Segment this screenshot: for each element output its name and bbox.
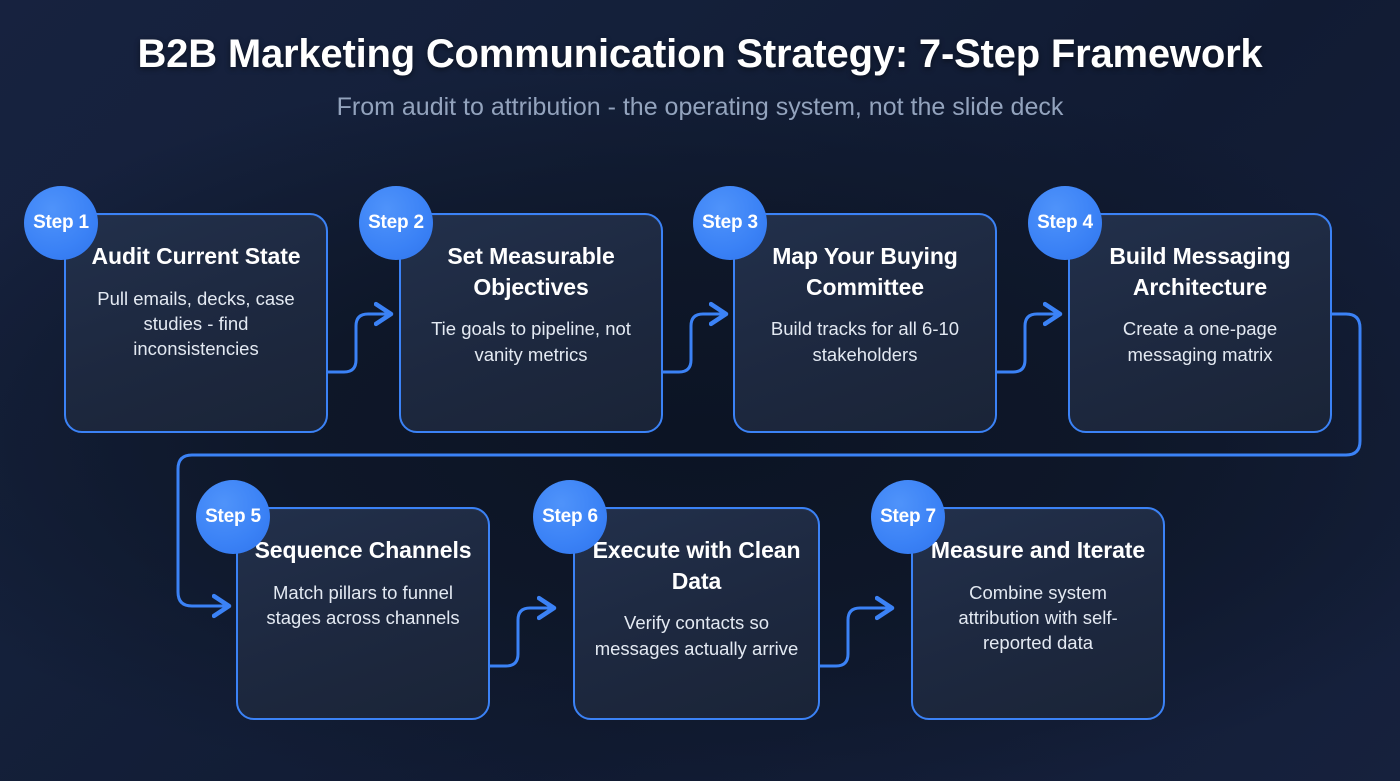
step-card-3-description: Build tracks for all 6-10 stakeholders [770,318,960,365]
step-card-4-body[interactable]: Build Messaging Architecture Create a on… [1068,213,1332,433]
connector-step2-step3 [661,314,723,374]
step-card-1-body[interactable]: Audit Current State Pull emails, decks, … [64,213,328,433]
step-card-6-body[interactable]: Execute with Clean Data Verify contacts … [573,507,820,720]
step-badge-3: Step 3 [693,186,767,260]
page-title: B2B Marketing Communication Strategy: 7-… [137,32,1263,76]
step-card-2-description: Tie goals to pipeline, not vanity metric… [431,318,631,365]
step-badge-6: Step 6 [533,480,607,554]
step-card-7-description: Combine system attribution with self-rep… [958,581,1118,654]
step-badge-2: Step 2 [359,186,433,260]
step-card-4-description: Create a one-page messaging matrix [1122,318,1278,365]
header: B2B Marketing Communication Strategy: 7-… [0,30,1400,122]
step-badge-5: Step 5 [196,480,270,554]
step-card-1-description: Pull emails, decks, case studies - find … [97,287,295,360]
step-card-1-title: Audit Current State [91,243,301,269]
step-card-4-title: Build Messaging Architecture [1109,243,1291,300]
connector-step6-step7 [818,608,889,668]
page-subtitle: From audit to attribution - the operatin… [336,93,1064,121]
step-card-6-description: Verify contacts so messages actually arr… [594,612,799,659]
step-card-3-body[interactable]: Map Your Buying Committee Build tracks f… [733,213,997,433]
step-badge-1: Step 1 [24,186,98,260]
connector-step5-step6 [488,608,551,668]
step-card-7-body[interactable]: Measure and Iterate Combine system attri… [911,507,1165,720]
step-card-5-title: Sequence Channels [254,537,472,563]
step-badge-7: Step 7 [871,480,945,554]
step-card-3-title: Map Your Buying Committee [772,243,958,300]
step-card-2-title: Set Measurable Objectives [447,243,615,300]
step-card-2-body[interactable]: Set Measurable Objectives Tie goals to p… [399,213,663,433]
step-card-7-title: Measure and Iterate [930,537,1146,563]
connector-step1-step2 [326,314,388,374]
step-badge-4: Step 4 [1028,186,1102,260]
step-card-6-title: Execute with Clean Data [592,537,801,594]
connector-step3-step4 [995,314,1057,374]
step-card-5-body[interactable]: Sequence Channels Match pillars to funne… [236,507,490,720]
step-card-5-description: Match pillars to funnel stages across ch… [266,581,460,628]
